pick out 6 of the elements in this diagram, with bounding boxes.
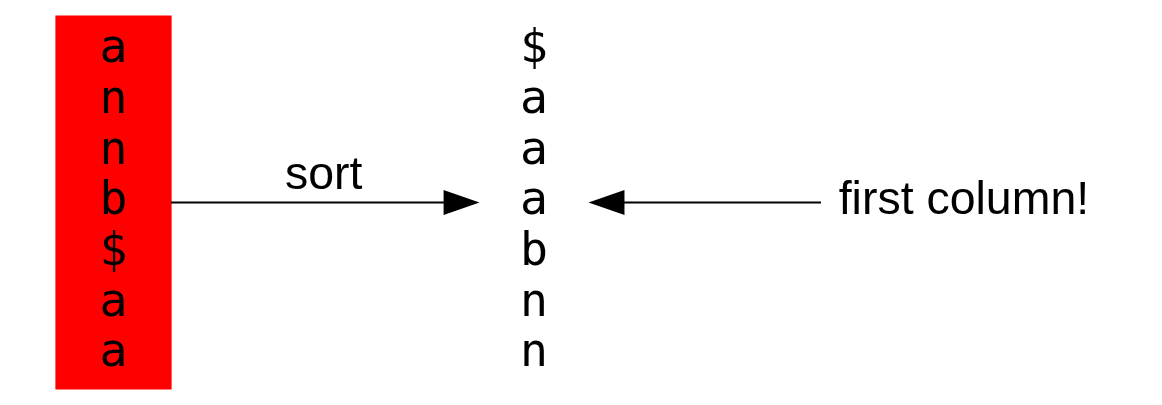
arrow (588, 189, 821, 216)
node-text: $ a a a b n n (519, 19, 548, 378)
edge-label: sort (284, 146, 362, 199)
node-box: a n n b $ a a (54, 15, 172, 390)
node-text: first column! (838, 172, 1089, 225)
arrow (170, 189, 480, 216)
